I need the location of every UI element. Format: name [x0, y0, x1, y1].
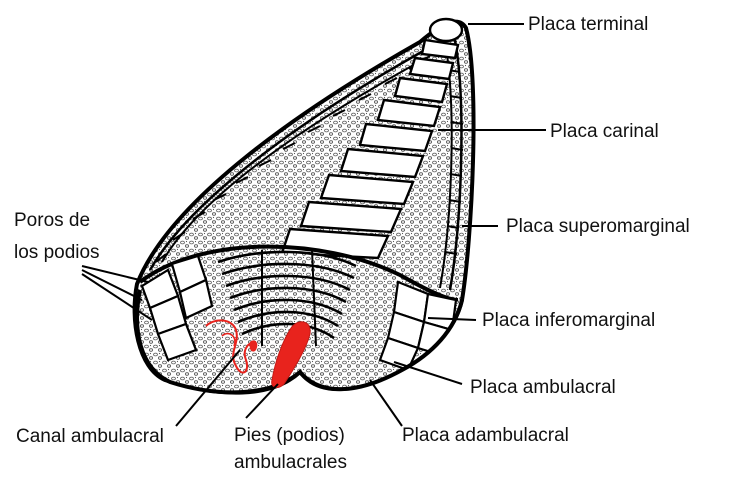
label-placa-inferomarginal: Placa inferomarginal	[482, 310, 655, 331]
label-placa-adambulacral: Placa adambulacral	[402, 425, 569, 446]
label-placa-superomarginal: Placa superomarginal	[506, 216, 690, 237]
label-placa-carinal: Placa carinal	[550, 121, 659, 142]
terminal-plate	[430, 19, 462, 41]
label-poros-line1: Poros de	[14, 210, 90, 231]
label-poros-line2: los podios	[14, 242, 100, 263]
leader-placa-ambulacral	[394, 362, 462, 384]
label-placa-ambulacral: Placa ambulacral	[470, 377, 616, 398]
leader-poros-2	[82, 270, 142, 300]
label-placa-terminal: Placa terminal	[528, 14, 648, 35]
leader-placa-adambulacral	[370, 380, 402, 426]
label-pies-line1: Pies (podios)	[234, 425, 345, 446]
label-pies-line2: ambulacrales	[234, 452, 347, 473]
label-canal-ambulacral: Canal ambulacral	[16, 426, 164, 447]
